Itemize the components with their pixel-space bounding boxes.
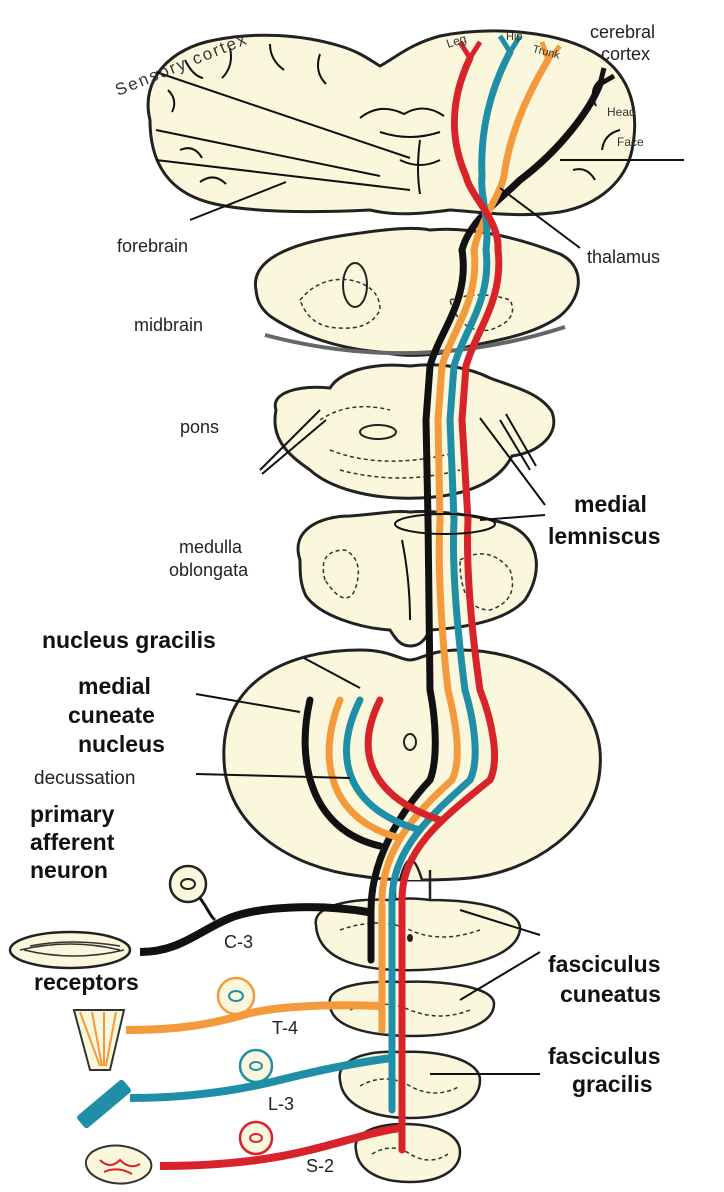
label-face: Face bbox=[617, 135, 644, 149]
label-medial-cuneate-2: cuneate bbox=[68, 702, 155, 728]
label-thalamus: thalamus bbox=[587, 247, 660, 267]
label-fasciculus-cuneatus-2: cuneatus bbox=[560, 981, 661, 1007]
label-medial: medial bbox=[574, 491, 647, 517]
pons-section bbox=[260, 365, 554, 498]
label-forebrain: forebrain bbox=[117, 236, 188, 256]
label-hip: Hip bbox=[506, 31, 523, 43]
label-decussation: decussation bbox=[34, 768, 135, 789]
label-cerebral: cerebral bbox=[590, 22, 655, 42]
label-receptors: receptors bbox=[34, 969, 139, 995]
midbrain-section bbox=[255, 228, 578, 355]
label-lemniscus: lemniscus bbox=[548, 523, 661, 549]
label-afferent: afferent bbox=[30, 829, 115, 855]
label-s2: S-2 bbox=[306, 1156, 334, 1176]
label-l3: L-3 bbox=[268, 1094, 294, 1114]
label-fasciculus-gracilis-1: fasciculus bbox=[548, 1043, 661, 1069]
label-head: Head bbox=[607, 105, 636, 119]
label-medulla: medulla bbox=[179, 537, 243, 557]
label-cortex: cortex bbox=[601, 44, 650, 64]
label-pons: pons bbox=[180, 417, 219, 437]
label-neuron: neuron bbox=[30, 857, 108, 883]
label-oblongata: oblongata bbox=[169, 560, 249, 580]
label-midbrain: midbrain bbox=[134, 315, 203, 335]
label-fasciculus-gracilis-2: gracilis bbox=[572, 1071, 653, 1097]
label-nucleus-gracilis: nucleus gracilis bbox=[42, 627, 216, 653]
label-medial-cuneate-3: nucleus bbox=[78, 731, 165, 757]
label-t4: T-4 bbox=[272, 1018, 298, 1038]
label-primary: primary bbox=[30, 801, 115, 827]
lower-medulla-section bbox=[224, 650, 601, 930]
label-medial-cuneate-1: medial bbox=[78, 673, 151, 699]
label-c3: C-3 bbox=[224, 932, 253, 952]
label-fasciculus-cuneatus-1: fasciculus bbox=[548, 951, 661, 977]
